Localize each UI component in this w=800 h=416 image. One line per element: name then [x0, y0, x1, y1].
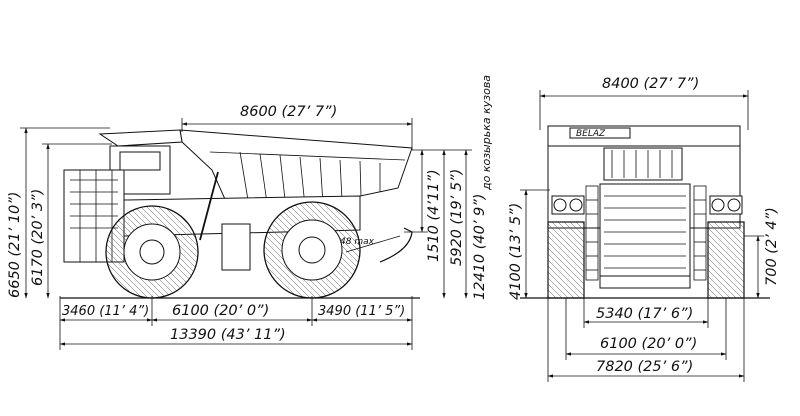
- side-view-dimensions: [20, 118, 472, 350]
- brand-plate: BELAZ: [576, 129, 606, 139]
- overall-height-label: 6650 (21’ 10”): [7, 192, 23, 298]
- ground-clearance-label: 700 (2’ 4”): [764, 207, 780, 286]
- raised-height-note: до козырька кузова: [480, 75, 493, 191]
- track-width-label: 6100 (20’ 0”): [600, 336, 697, 352]
- axle-height-label: 4100 (13’ 5”): [508, 203, 524, 300]
- side-view-labels: 8600 (27’ 7”) 6650 (21’ 10”) 6170 (20’ 3…: [7, 75, 493, 343]
- inner-tire-width-label: 5340 (17’ 6”): [596, 306, 693, 322]
- front-overhang-label: 3460 (11’ 4”): [62, 304, 149, 319]
- dump-angle-label: 48 max: [340, 237, 375, 247]
- ground-to-body-height-label: 5920 (19’ 5”): [449, 169, 465, 266]
- overall-length-label: 13390 (43’ 11”): [170, 327, 286, 343]
- side-view-truck: [60, 129, 420, 299]
- front-view-dimensions: [520, 90, 764, 382]
- rear-overhang-label: 3490 (11’ 5”): [318, 304, 405, 319]
- outer-tire-width-label: 7820 (25’ 6”): [596, 359, 693, 375]
- overall-width-label: 8400 (27’ 7”): [602, 76, 699, 92]
- cab-height-label: 6170 (20’ 3”): [30, 189, 46, 286]
- raised-height-label: 12410 (40’ 9”): [472, 194, 488, 300]
- body-lift-height-label: 1510 (4’11”): [426, 169, 442, 262]
- front-view-labels: 8400 (27’ 7”) 4100 (13’ 5”) 700 (2’ 4”) …: [508, 76, 780, 375]
- body-length-label: 8600 (27’ 7”): [240, 104, 337, 120]
- front-view-truck: BELAZ: [520, 125, 770, 299]
- wheelbase-label: 6100 (20’ 0”): [172, 303, 269, 319]
